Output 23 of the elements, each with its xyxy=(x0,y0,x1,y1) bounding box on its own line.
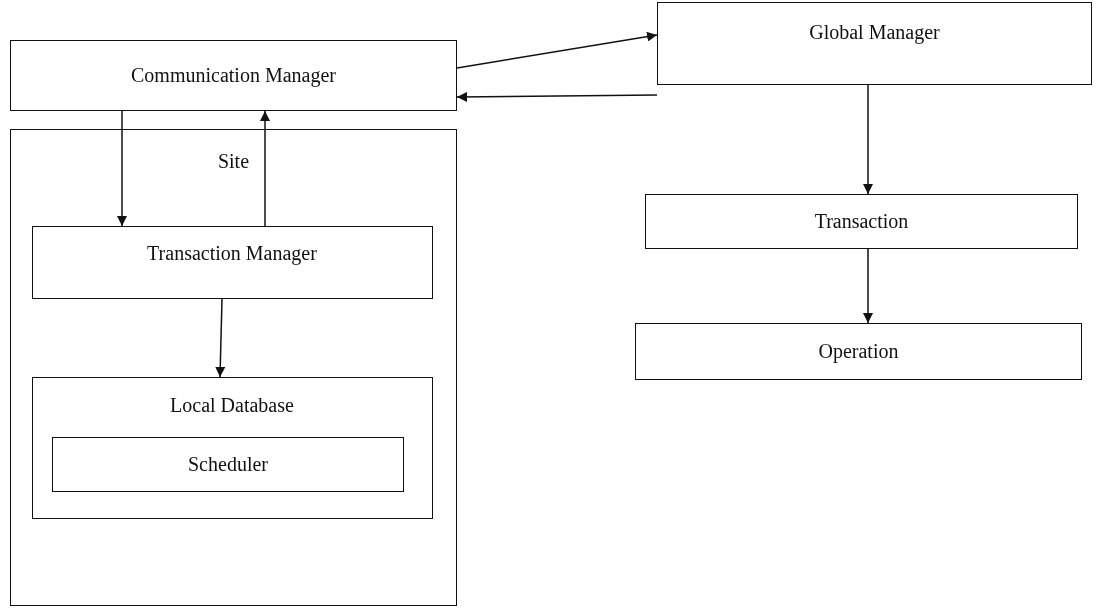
box-label: Communication Manager xyxy=(131,64,336,87)
process-box xyxy=(635,323,1082,380)
box-label: Global Manager xyxy=(809,21,940,44)
process-box xyxy=(52,437,404,492)
arrow xyxy=(863,248,873,324)
process-box xyxy=(645,194,1078,249)
arrow xyxy=(215,298,226,378)
box-label: Site xyxy=(217,150,250,173)
process-box xyxy=(10,40,457,111)
box-label: Transaction Manager xyxy=(147,241,317,265)
box-label: Transaction xyxy=(814,210,909,233)
arrow xyxy=(863,84,873,195)
process-box xyxy=(10,129,457,606)
arrow xyxy=(117,110,127,227)
box-label: Scheduler xyxy=(188,453,268,476)
box-label: Local Database xyxy=(170,393,294,417)
process-box xyxy=(657,2,1092,85)
arrow xyxy=(456,91,658,102)
process-box xyxy=(31,376,433,519)
box-label: Operation xyxy=(818,340,899,363)
arrow xyxy=(456,31,658,69)
arrow xyxy=(260,110,270,227)
process-box xyxy=(31,225,433,299)
